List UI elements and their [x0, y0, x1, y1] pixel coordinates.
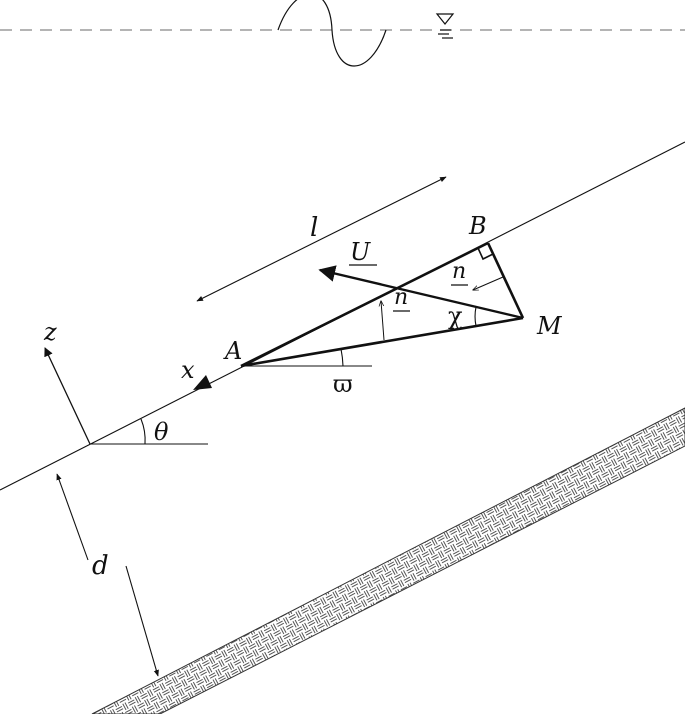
z-axis: [44, 347, 91, 445]
segment-B-M: [486, 242, 525, 319]
label-B: B: [468, 212, 487, 240]
depth-arrow: [125, 565, 159, 677]
label-chi: χ: [448, 302, 463, 330]
velocity-vector-U: [318, 265, 524, 320]
label-U: U: [350, 238, 371, 266]
x-axis-arrow: [193, 375, 212, 390]
label-z: z: [43, 318, 57, 346]
segment-A-M: [240, 316, 524, 368]
free-surface-triangle-icon: [435, 13, 455, 39]
right-angle-marker: [477, 247, 494, 261]
label-M: M: [536, 312, 563, 340]
label-theta: θ: [154, 418, 169, 446]
chi-arc: [474, 306, 477, 327]
normal-arrow-BM: [473, 276, 504, 290]
theta-arc: [140, 418, 146, 445]
label-x: x: [181, 356, 195, 384]
label-d: d: [92, 551, 109, 581]
depth-arrow-upper: [56, 473, 89, 561]
hatched-bed-icon: [91, 407, 685, 714]
normal-arrow-AB: [381, 301, 385, 341]
label-n-mid: n: [394, 285, 408, 310]
label-omega: ϖ: [333, 370, 353, 398]
wave-icon: [277, 0, 387, 67]
label-A: A: [223, 337, 242, 365]
label-n-top: n: [452, 259, 466, 284]
omega-arc: [340, 348, 344, 367]
length-arrow: [196, 176, 447, 302]
segment-A-B: [240, 241, 489, 368]
label-l: l: [310, 213, 318, 243]
